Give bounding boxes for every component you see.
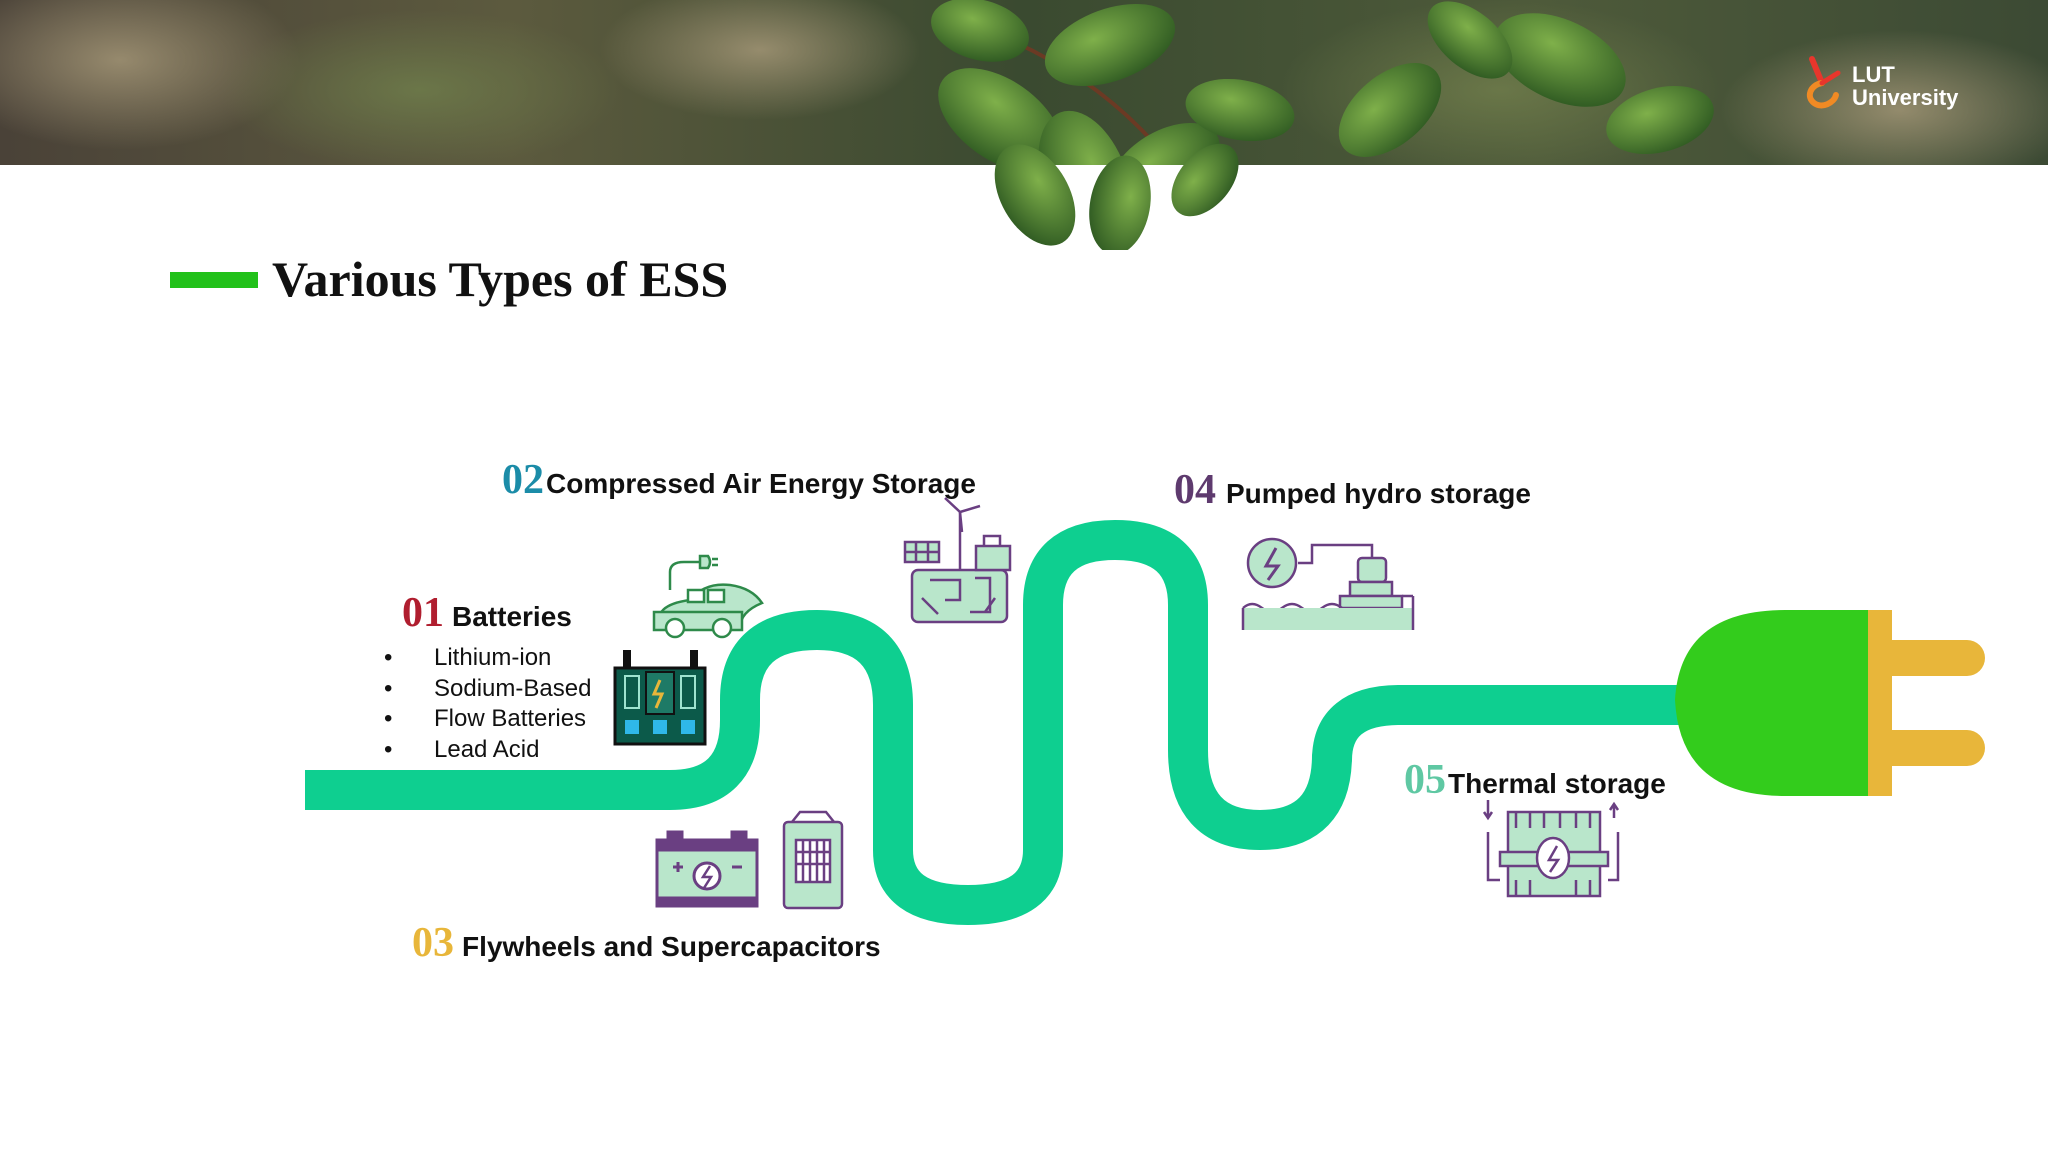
battery-rack-icon — [613, 650, 707, 746]
item-01-label: Batteries — [452, 601, 572, 632]
leaf-cluster — [931, 0, 1714, 250]
list-item: Lead Acid — [380, 735, 591, 766]
logo-text-university: University — [1852, 85, 1959, 110]
item-03-number: 03 — [412, 920, 454, 966]
item-03-label: Flywheels and Supercapacitors — [462, 931, 881, 962]
lut-logo-mark-icon — [1806, 56, 1841, 109]
item-05-number: 05 — [1404, 757, 1446, 803]
item-02-number: 02 — [502, 457, 544, 503]
electric-car-icon — [652, 554, 764, 639]
item-05-thermal: 05 Thermal storage — [1404, 756, 1666, 804]
item-01-batteries: 01 Batteries — [402, 589, 572, 637]
page-title: Various Types of ESS — [272, 251, 729, 307]
thermal-storage-icon — [1482, 800, 1620, 898]
item-01-number: 01 — [402, 590, 444, 636]
list-item: Flow Batteries — [380, 704, 591, 735]
item-04-label: Pumped hydro storage — [1226, 478, 1531, 509]
lut-university-logo: LUT University — [1800, 55, 1990, 115]
wind-solar-storage-icon — [903, 497, 1012, 624]
item-03-flywheels: 03 Flywheels and Supercapacitors — [412, 919, 881, 967]
supercapacitor-icon — [782, 810, 844, 910]
energy-path — [305, 520, 1680, 925]
header-banner — [0, 0, 2048, 250]
battery-types-list: Lithium-ion Sodium-Based Flow Batteries … — [380, 643, 591, 765]
item-02-label: Compressed Air Energy Storage — [546, 468, 976, 499]
pumped-hydro-icon — [1241, 537, 1415, 630]
item-04-number: 04 — [1174, 467, 1216, 513]
logo-text-lut: LUT — [1852, 62, 1895, 87]
list-item: Lithium-ion — [380, 643, 591, 674]
power-plug-icon — [1675, 610, 1985, 796]
car-battery-icon — [655, 830, 759, 908]
item-02-compressed-air: 02 Compressed Air Energy Storage — [502, 456, 976, 504]
list-item: Sodium-Based — [380, 674, 591, 705]
title-accent-bar — [170, 272, 258, 288]
item-05-label: Thermal storage — [1448, 768, 1666, 799]
item-04-pumped-hydro: 04 Pumped hydro storage — [1174, 466, 1531, 514]
